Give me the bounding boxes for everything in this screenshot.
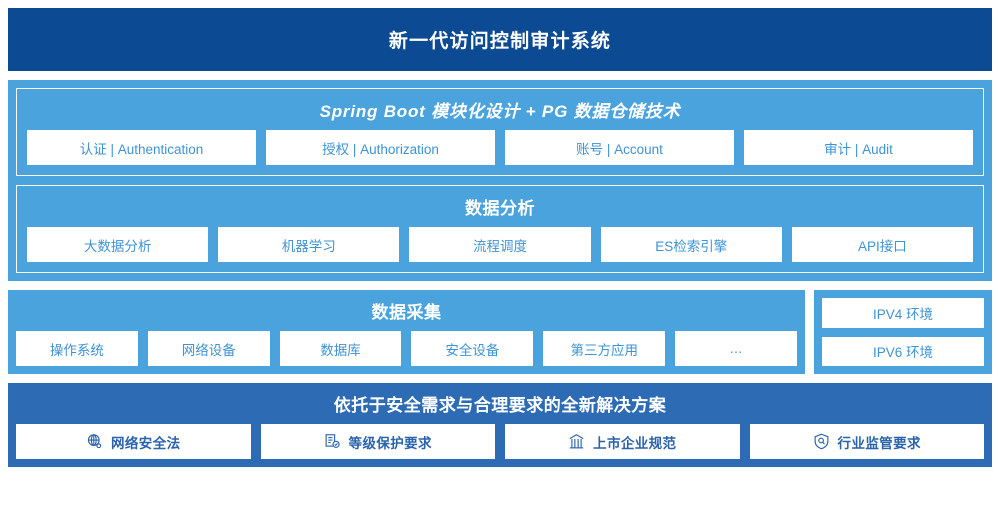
- analysis-card-machine-learning[interactable]: 机器学习: [218, 227, 400, 262]
- compliance-card-row: 网络安全法 等级保护要求: [16, 424, 984, 459]
- compliance-card-listed-enterprise[interactable]: 上市企业规范: [505, 424, 740, 459]
- analysis-card-process-scheduling[interactable]: 流程调度: [409, 227, 591, 262]
- card-label: IPV4 环境: [872, 306, 934, 322]
- collection-layer-panel: 数据采集 操作系统 网络设备 数据库 安全设备 第三方应用 …: [8, 290, 805, 374]
- shield-search-icon: [813, 433, 830, 450]
- page-title: 新一代访问控制审计系统: [388, 31, 612, 52]
- card-label: 第三方应用: [570, 342, 638, 358]
- card-label: API接口: [858, 238, 907, 254]
- analysis-layer-card-row: 大数据分析 机器学习 流程调度 ES检索引擎 API接口: [27, 227, 974, 262]
- collection-card-database[interactable]: 数据库: [279, 331, 402, 366]
- application-layer-box: Spring Boot 模块化设计 + PG 数据仓储技术 认证 | Authe…: [16, 88, 984, 176]
- card-label: 行业监管要求: [837, 435, 921, 451]
- application-card-authentication[interactable]: 认证 | Authentication: [27, 130, 256, 165]
- compliance-layer-title: 依托于安全需求与合理要求的全新解决方案: [333, 396, 667, 415]
- card-label: 审计 | Audit: [824, 141, 893, 157]
- card-label: 等级保护要求: [348, 435, 432, 451]
- collection-card-network-device[interactable]: 网络设备: [147, 331, 270, 366]
- environment-panel: IPV4 环境 IPV6 环境: [814, 290, 992, 374]
- card-label: ES检索引擎: [655, 238, 728, 254]
- card-label: 流程调度: [473, 238, 527, 254]
- analysis-layer-box: 数据分析 大数据分析 机器学习 流程调度 ES检索引擎 API接口: [16, 185, 984, 273]
- card-label: 数据库: [320, 342, 361, 358]
- environment-card-ipv6[interactable]: IPV6 环境: [822, 336, 984, 366]
- analysis-layer-title: 数据分析: [465, 199, 535, 218]
- globe-network-icon: [86, 433, 103, 450]
- compliance-card-cybersecurity-law[interactable]: 网络安全法: [16, 424, 251, 459]
- compliance-card-graded-protection[interactable]: 等级保护要求: [260, 424, 495, 459]
- application-card-authorization[interactable]: 授权 | Authorization: [266, 130, 495, 165]
- collection-layer-card-row: 操作系统 网络设备 数据库 安全设备 第三方应用 …: [16, 331, 797, 366]
- application-card-audit[interactable]: 审计 | Audit: [744, 130, 973, 165]
- card-label: 认证 | Authentication: [79, 141, 204, 157]
- card-label: …: [729, 341, 743, 356]
- analysis-card-api[interactable]: API接口: [791, 227, 974, 262]
- compliance-card-industry-regulation[interactable]: 行业监管要求: [749, 424, 984, 459]
- card-label: 机器学习: [281, 238, 336, 254]
- platform-panel: Spring Boot 模块化设计 + PG 数据仓储技术 认证 | Authe…: [8, 80, 992, 281]
- application-layer-card-row: 认证 | Authentication 授权 | Authorization 账…: [27, 130, 973, 165]
- card-label: 授权 | Authorization: [322, 141, 439, 157]
- collection-card-operating-system[interactable]: 操作系统: [16, 331, 138, 366]
- page-header: 新一代访问控制审计系统: [8, 8, 992, 71]
- card-label: 上市企业规范: [593, 435, 677, 451]
- card-label: IPV6 环境: [872, 345, 934, 361]
- analysis-card-bigdata[interactable]: 大数据分析: [27, 227, 209, 262]
- card-label: 安全设备: [445, 342, 500, 358]
- environment-card-ipv4[interactable]: IPV4 环境: [822, 298, 984, 328]
- collection-layer-title: 数据采集: [371, 303, 442, 322]
- application-layer-title: Spring Boot 模块化设计 + PG 数据仓储技术: [319, 102, 681, 121]
- collection-row: 数据采集 操作系统 网络设备 数据库 安全设备 第三方应用 …: [8, 290, 992, 374]
- document-check-icon: [324, 433, 341, 450]
- application-card-account[interactable]: 账号 | Account: [505, 130, 734, 165]
- collection-card-security-device[interactable]: 安全设备: [411, 331, 534, 366]
- card-label: 网络设备: [181, 342, 236, 358]
- card-label: 大数据分析: [83, 238, 152, 254]
- card-label: 操作系统: [49, 342, 104, 358]
- card-label: 账号 | Account: [576, 141, 663, 157]
- card-label: 网络安全法: [111, 435, 181, 451]
- analysis-card-es-search[interactable]: ES检索引擎: [600, 227, 782, 262]
- collection-card-third-party-app[interactable]: 第三方应用: [543, 331, 666, 366]
- bank-building-icon: [568, 433, 585, 450]
- collection-card-more[interactable]: …: [675, 331, 797, 366]
- compliance-panel: 依托于安全需求与合理要求的全新解决方案 网络安全法: [8, 383, 992, 467]
